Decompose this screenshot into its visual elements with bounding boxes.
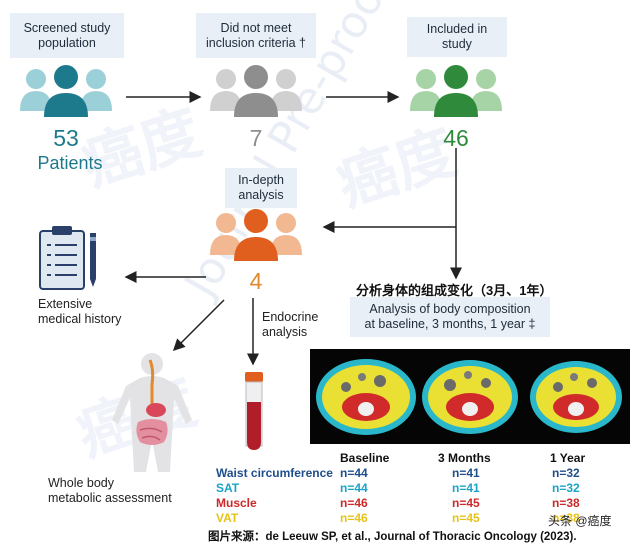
chinese-heading: 分析身体的组成变化（3月、1年） (356, 283, 553, 298)
ct-scan-panel (310, 349, 630, 444)
metabolic-caption: Whole body metabolic assessment (48, 476, 172, 505)
clipboard-icon (39, 226, 96, 290)
row-value: n=38 (552, 511, 580, 525)
indepth-box: In-depth analysis (225, 168, 297, 208)
screened-unit: Patients (37, 153, 103, 173)
excluded-box: Did not meet inclusion criteria † (196, 13, 316, 58)
indepth-people-icon (210, 209, 302, 261)
footer-brand: 头条 @癌度 (548, 514, 612, 528)
row-label: Muscle (216, 496, 257, 510)
row-label: Waist circumference (216, 466, 333, 480)
row-value: n=32 (552, 466, 580, 480)
column-3-months: 3 Months (438, 451, 491, 465)
row-value: n=32 (552, 481, 580, 495)
row-value: n=44 (340, 466, 368, 480)
row-value: n=45 (452, 496, 480, 510)
row-value: n=46 (340, 511, 368, 525)
included-label: Included in study (426, 22, 488, 51)
ct-scan-baseline (316, 359, 416, 435)
row-value: n=45 (452, 511, 480, 525)
body-composition-box: Analysis of body composition at baseline… (350, 297, 550, 337)
included-box: Included in study (407, 17, 507, 57)
body-composition-label: Analysis of body composition at baseline… (364, 302, 536, 331)
column-baseline: Baseline (340, 451, 390, 465)
row-value: n=44 (340, 481, 368, 495)
medical-history-caption: Extensive medical history (38, 297, 122, 326)
indepth-count: 4 (249, 268, 263, 294)
indepth-label: In-depth analysis (238, 173, 284, 202)
included-count: 46 (443, 125, 469, 151)
ct-scan-3-months (422, 360, 518, 434)
row-value: n=41 (452, 466, 480, 480)
ct-scan-1-year (530, 361, 622, 433)
screened-count: 53 (53, 125, 79, 151)
row-value: n=38 (552, 496, 580, 510)
screened-box: Screened study population (10, 13, 124, 58)
excluded-people-icon (210, 65, 302, 117)
footer-source: 图片来源：de Leeuw SP, et al., Journal of Tho… (208, 531, 577, 543)
body-anatomy-icon (112, 353, 192, 472)
endocrine-caption: Endocrine analysis (262, 310, 319, 339)
excluded-label: Did not meet inclusion criteria † (205, 20, 307, 50)
blood-tube-icon (245, 372, 263, 450)
row-value: n=46 (340, 496, 368, 510)
row-label: SAT (216, 481, 240, 495)
row-label: VAT (216, 511, 239, 525)
screened-people-icon (20, 65, 112, 117)
excluded-count: 7 (249, 125, 263, 151)
included-people-icon (410, 65, 502, 117)
arrow-indepth-to-metabolic (172, 299, 225, 352)
screened-label: Screened study population (23, 20, 111, 50)
row-value: n=41 (452, 481, 480, 495)
column-1-year: 1 Year (550, 451, 586, 465)
